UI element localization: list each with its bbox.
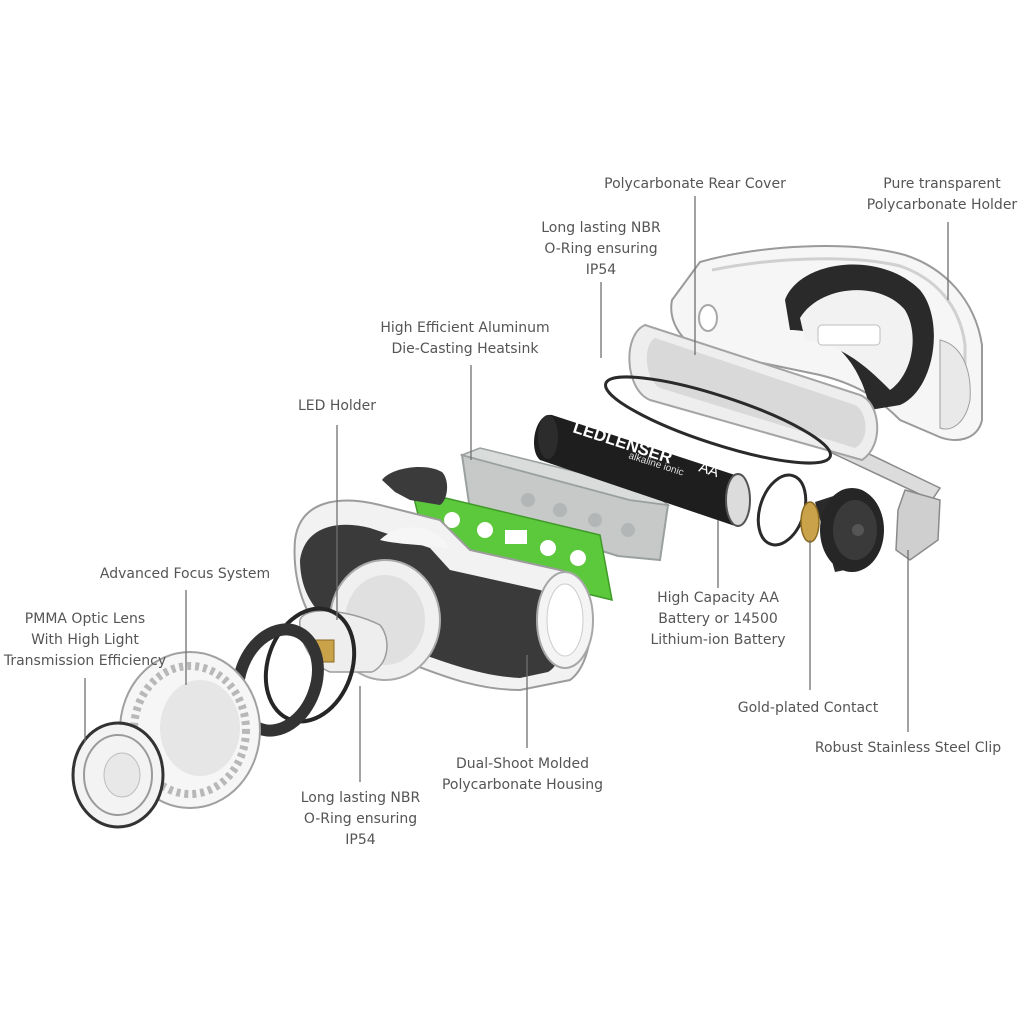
- label-oring-top: Long lasting NBR O-Ring ensuring IP54: [541, 220, 661, 278]
- gold-contact: [800, 488, 884, 572]
- battery-size-text: AA: [697, 459, 721, 481]
- rear-cover: [628, 323, 879, 462]
- oring-top: [604, 375, 832, 465]
- label-heatsink: High Efficient Aluminum Die-Casting Heat…: [380, 320, 550, 357]
- label-steel-clip: Robust Stainless Steel Clip: [814, 740, 1002, 756]
- label-housing: Dual-Shoot Molded Polycarbonate Housing: [441, 756, 604, 793]
- label-focus-system: Advanced Focus System: [99, 566, 271, 582]
- heatsink: [459, 447, 671, 562]
- label-rear-cover: Polycarbonate Rear Cover: [604, 176, 786, 192]
- transparent-holder: [670, 245, 983, 441]
- label-battery: High Capacity AA Battery or 14500 Lithiu…: [650, 590, 786, 648]
- label-led-holder: LED Holder: [297, 398, 377, 414]
- label-oring-bottom: Long lasting NBR O-Ring ensuring IP54: [300, 790, 421, 848]
- label-transparent-holder: Pure transparent Polycarbonate Holder: [866, 176, 1018, 213]
- leader-lines: [84, 196, 949, 782]
- label-optic-lens: PMMA Optic Lens With High Light Transmis…: [3, 611, 167, 669]
- label-gold-contact: Gold-plated Contact: [737, 700, 879, 716]
- switch-button: [382, 466, 448, 505]
- optic-lens: [71, 721, 165, 829]
